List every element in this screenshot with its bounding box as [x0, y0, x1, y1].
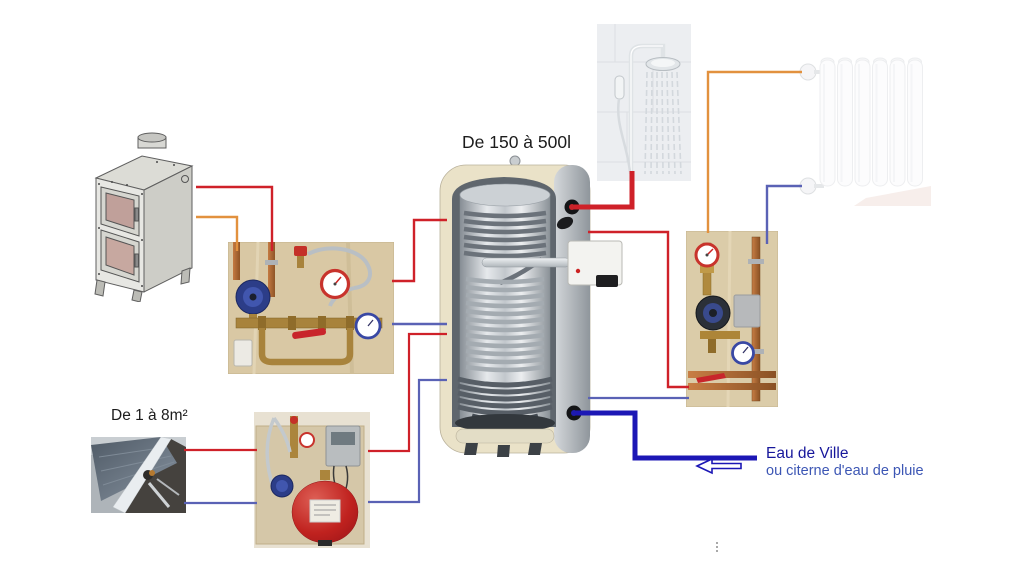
vessel-label — [309, 499, 341, 523]
heating-circuit-station-photo — [686, 231, 778, 407]
flow-riser-pipe — [268, 242, 275, 297]
wood-boiler-illustration — [94, 132, 194, 302]
small-gauge — [299, 432, 315, 448]
bypass-loop-pipe — [258, 328, 354, 366]
mounting-leg — [147, 482, 171, 508]
flex-hose — [307, 246, 372, 290]
lower-copper-pipe — [688, 371, 776, 378]
flow-direction-arrow — [695, 457, 742, 475]
hand-shower — [614, 75, 625, 100]
radiator-photo — [796, 48, 931, 206]
pump-control-box — [733, 294, 761, 328]
boiler-upper-door — [100, 186, 140, 237]
sensor-port — [556, 216, 574, 230]
middle-coil — [465, 276, 545, 373]
solar-collector-photo — [91, 437, 186, 513]
radiator-valve-bottom — [799, 177, 817, 195]
ball-valve-lever — [292, 328, 327, 339]
floor-hint — [854, 186, 931, 206]
collector-frame — [112, 437, 172, 513]
rainwater-cistern-label: ou citerne d'eau de pluie — [766, 463, 924, 479]
shower-hose — [616, 98, 632, 173]
brass-column — [290, 416, 298, 458]
boiler-side-face — [143, 165, 193, 293]
tank-outer-side — [554, 165, 590, 453]
heater-knob — [596, 275, 618, 287]
brass-fittings — [700, 331, 740, 339]
tank-capacity-label: De 150 à 500l — [462, 132, 571, 152]
city-water-label: Eau de Ville — [766, 445, 849, 462]
brass-manifold — [235, 317, 383, 329]
tank-top-knob — [509, 155, 521, 167]
radiator-valve-top — [799, 63, 817, 81]
lifting-eye — [181, 175, 189, 183]
rivets — [98, 161, 175, 287]
boiler-lower-door — [100, 229, 140, 283]
solar-area-label: De 1 à 8m² — [111, 407, 188, 424]
heating-flow-to-radiator-pipe — [706, 70, 802, 233]
lower-copper-pipe — [688, 383, 776, 390]
radiator-sections — [819, 57, 923, 187]
buffer-tank-illustration — [439, 155, 623, 457]
boiler-pump-station-photo — [228, 242, 394, 374]
tank-foot — [464, 443, 478, 455]
return-riser-pipe — [233, 242, 240, 280]
water-spray — [644, 71, 682, 175]
tank-foot — [528, 443, 542, 455]
cursor-artifact — [716, 542, 718, 552]
immersion-heater-rod — [481, 257, 571, 268]
ball-valve-lever — [696, 373, 726, 383]
solar-pump-station-photo — [254, 412, 370, 548]
junction-box — [233, 339, 253, 367]
tank-base — [455, 428, 555, 444]
safety-valve — [294, 246, 307, 256]
tank-foot — [497, 445, 510, 457]
shower-photo — [597, 24, 691, 181]
